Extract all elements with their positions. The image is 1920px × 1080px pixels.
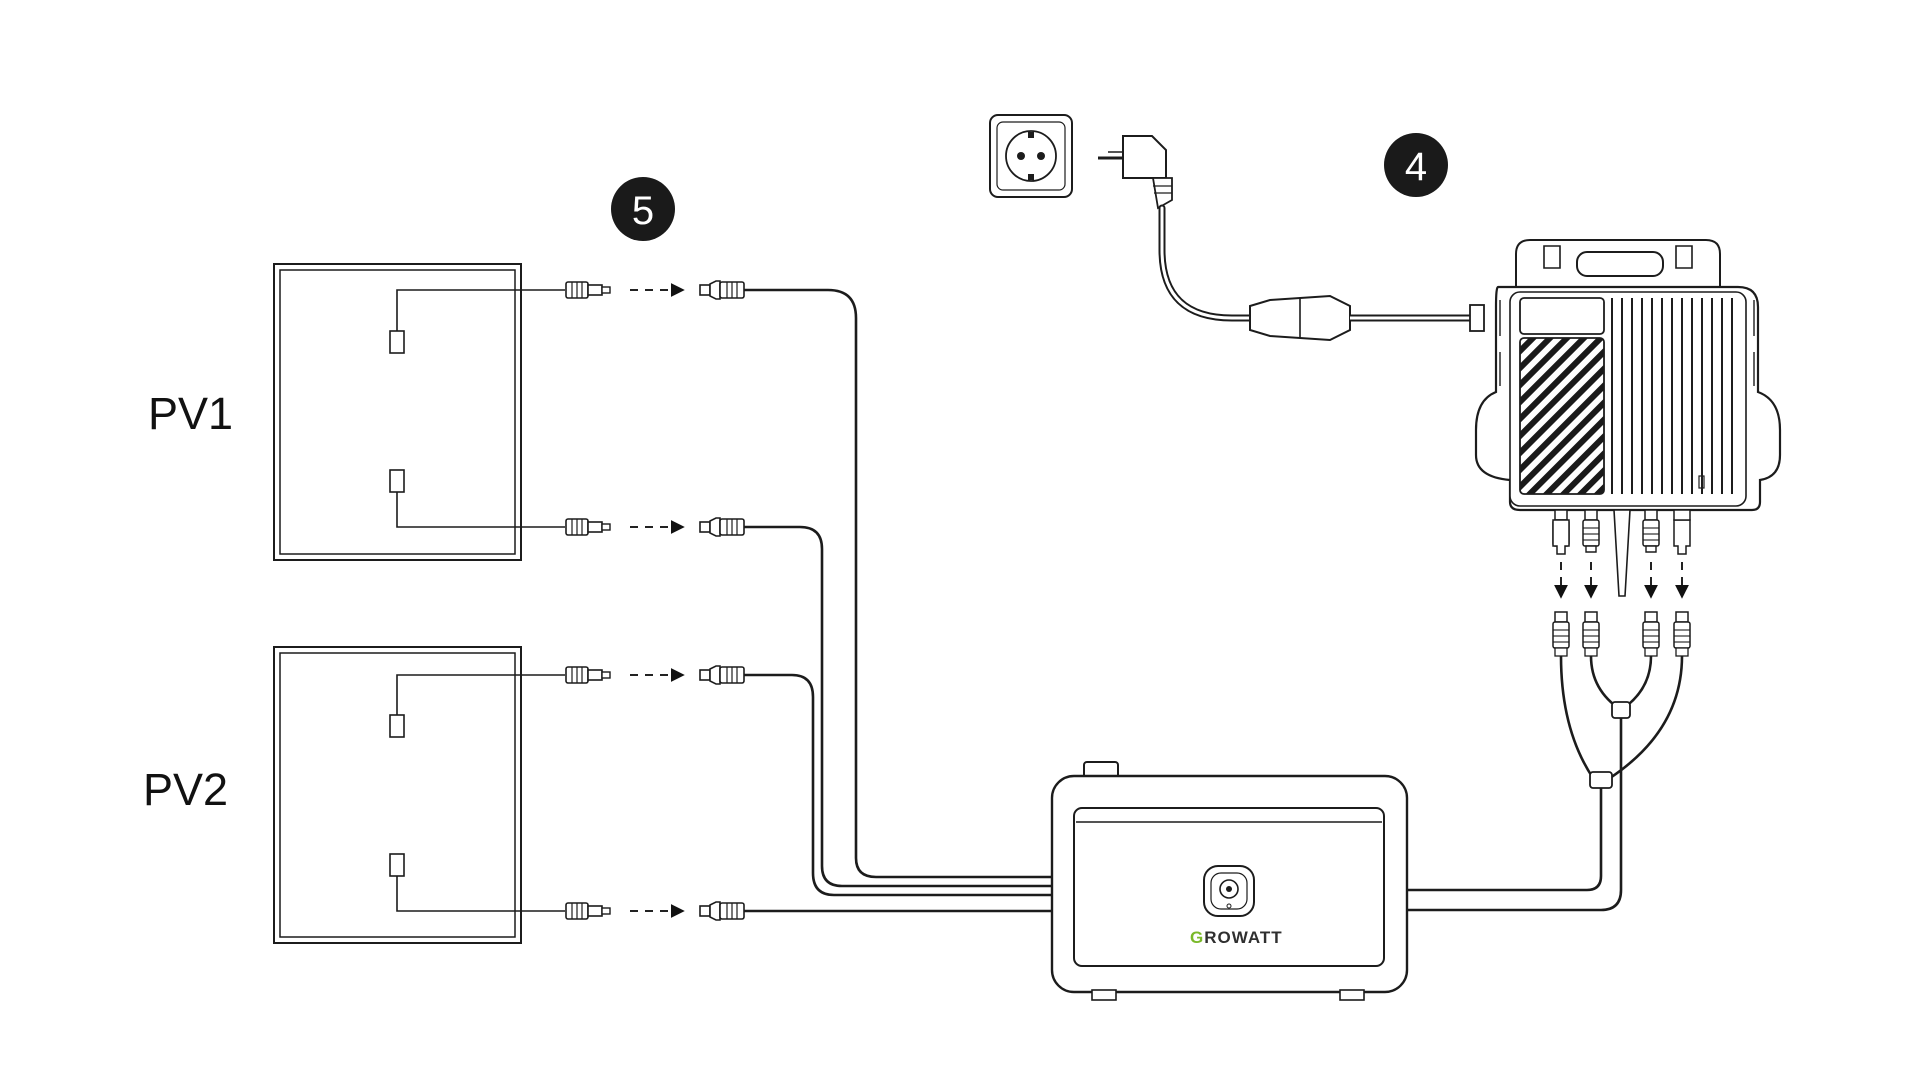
pv2-label: PV2 bbox=[143, 764, 228, 815]
wall-socket-icon bbox=[989, 114, 1073, 198]
pv1-plus-connector bbox=[565, 281, 611, 299]
step-5-number: 5 bbox=[632, 189, 654, 233]
pv2-minus-connector bbox=[565, 902, 611, 920]
y-cable-branches bbox=[1407, 655, 1684, 912]
pv-cables bbox=[744, 288, 1052, 913]
micro-inverter bbox=[1474, 239, 1782, 512]
pv2-plus-connector bbox=[565, 666, 611, 684]
inverter-dc-ports bbox=[1552, 509, 1691, 597]
extension-connector-3 bbox=[699, 665, 745, 685]
battery-unit: GROWATT bbox=[1050, 761, 1409, 1001]
pv1-minus-connector bbox=[565, 518, 611, 536]
step-5-badge: 5 bbox=[611, 177, 675, 241]
extension-connector-2 bbox=[699, 517, 745, 537]
step-4-badge: 4 bbox=[1384, 133, 1448, 197]
y-cable-connectors bbox=[1552, 611, 1691, 657]
pv-connector-group bbox=[565, 280, 745, 921]
battery-power-button[interactable] bbox=[1203, 865, 1255, 917]
extension-connector-4 bbox=[699, 901, 745, 921]
step-4-number: 4 bbox=[1405, 145, 1427, 189]
pv1-label: PV1 bbox=[148, 388, 233, 439]
ac-cable bbox=[1158, 204, 1485, 342]
heatsink-fins bbox=[1611, 298, 1733, 494]
schuko-plug-icon bbox=[1098, 135, 1173, 210]
extension-connector-1 bbox=[699, 280, 745, 300]
inverter-dashed-arrows bbox=[1554, 562, 1689, 599]
pv2-panel bbox=[273, 646, 565, 944]
brand-logo: GROWATT bbox=[1190, 928, 1283, 947]
pv1-panel bbox=[273, 263, 565, 561]
